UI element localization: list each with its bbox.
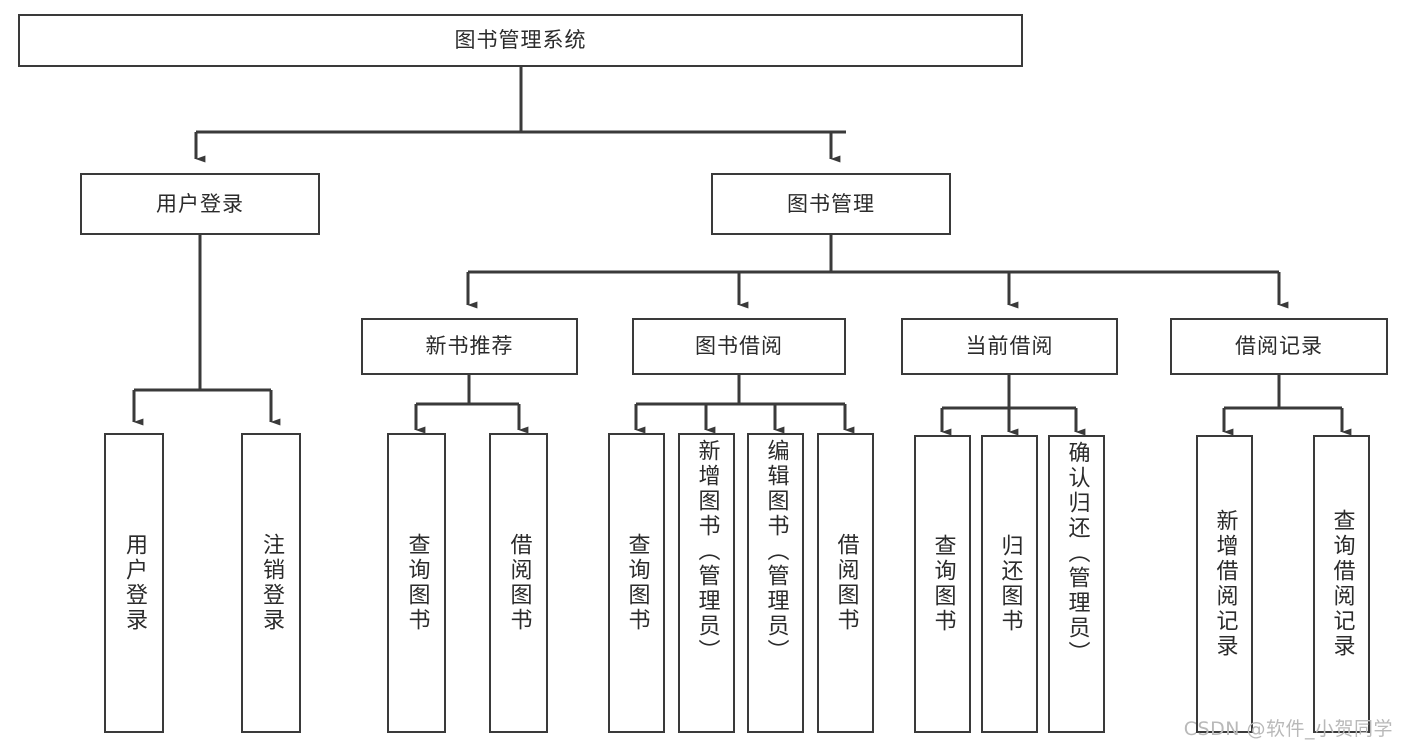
node-label: 新增图书（管理员） xyxy=(694,439,720,664)
node-label: 图书管理系统 xyxy=(454,28,587,53)
node-label: 借阅图书 xyxy=(506,533,532,633)
leaf-book-borrow-borrow-books[interactable]: 借阅图书 xyxy=(817,433,874,733)
leaf-current-borrow-confirm-return-admin[interactable]: 确认归还（管理员） xyxy=(1048,435,1105,733)
node-new-book-recommend[interactable]: 新书推荐 xyxy=(361,318,578,375)
node-user-login[interactable]: 用户登录 xyxy=(80,173,320,235)
node-label: 归还图书 xyxy=(997,534,1023,634)
node-label: 图书借阅 xyxy=(695,334,783,359)
node-label: 图书管理 xyxy=(787,191,875,216)
node-book-borrow[interactable]: 图书借阅 xyxy=(632,318,846,375)
leaf-new-book-query-books[interactable]: 查询图书 xyxy=(387,433,446,733)
node-label: 借阅图书 xyxy=(833,533,859,633)
node-label: 用户登录 xyxy=(156,191,244,216)
leaf-book-borrow-query-books[interactable]: 查询图书 xyxy=(608,433,665,733)
node-borrow-record[interactable]: 借阅记录 xyxy=(1170,318,1388,375)
node-root-book-management-system[interactable]: 图书管理系统 xyxy=(18,14,1023,67)
leaf-user-login-login[interactable]: 用户登录 xyxy=(104,433,164,733)
leaf-current-borrow-return-books[interactable]: 归还图书 xyxy=(981,435,1038,733)
leaf-book-borrow-edit-book-admin[interactable]: 编辑图书（管理员） xyxy=(747,433,804,733)
node-label: 注销登录 xyxy=(259,533,284,633)
node-label: 查询图书 xyxy=(930,534,956,634)
node-label: 查询图书 xyxy=(404,533,430,633)
node-current-borrow[interactable]: 当前借阅 xyxy=(901,318,1118,375)
node-label: 借阅记录 xyxy=(1235,334,1323,359)
node-label: 新增借阅记录 xyxy=(1212,509,1238,659)
node-label: 新书推荐 xyxy=(425,334,514,359)
node-label: 查询图书 xyxy=(624,533,650,633)
leaf-user-login-logout[interactable]: 注销登录 xyxy=(241,433,301,733)
leaf-new-book-borrow-books[interactable]: 借阅图书 xyxy=(489,433,548,733)
leaf-borrow-record-query-record[interactable]: 查询借阅记录 xyxy=(1313,435,1370,733)
node-label: 查询借阅记录 xyxy=(1329,509,1355,659)
leaf-current-borrow-query-books[interactable]: 查询图书 xyxy=(914,435,971,733)
node-label: 当前借阅 xyxy=(965,334,1054,359)
leaf-book-borrow-add-book-admin[interactable]: 新增图书（管理员） xyxy=(678,433,735,733)
node-label: 用户登录 xyxy=(122,533,147,633)
node-label: 编辑图书（管理员） xyxy=(763,439,789,664)
node-book-management[interactable]: 图书管理 xyxy=(711,173,951,235)
node-label: 确认归还（管理员） xyxy=(1064,441,1090,666)
leaf-borrow-record-add-record[interactable]: 新增借阅记录 xyxy=(1196,435,1253,733)
